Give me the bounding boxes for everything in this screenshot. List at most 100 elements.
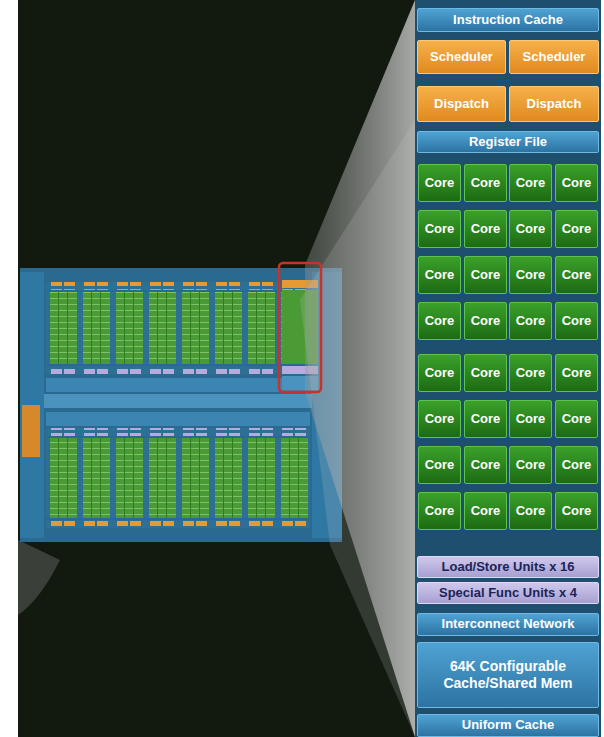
box-label: Uniform Cache bbox=[459, 717, 557, 733]
die-outline bbox=[20, 268, 342, 542]
box-label: Core bbox=[468, 221, 504, 237]
box-label: Core bbox=[468, 313, 504, 329]
core-box: Core bbox=[418, 164, 461, 202]
core-box: Core bbox=[464, 400, 507, 438]
box-label: Core bbox=[422, 221, 458, 237]
core-box: Core bbox=[418, 210, 461, 248]
ldst-row bbox=[46, 366, 310, 374]
ldst-row bbox=[46, 428, 310, 436]
box-label: Core bbox=[559, 267, 595, 283]
core-box: Core bbox=[555, 446, 598, 484]
core-box: Core bbox=[555, 210, 598, 248]
core-box: Core bbox=[555, 492, 598, 530]
core-box: Core bbox=[555, 302, 598, 340]
core-box: Core bbox=[509, 256, 552, 294]
box-label: Core bbox=[513, 457, 549, 473]
core-box: Core bbox=[418, 354, 461, 392]
core-box: Core bbox=[555, 164, 598, 202]
box-label: Core bbox=[422, 457, 458, 473]
box-label: Core bbox=[513, 503, 549, 519]
box-label: Scheduler bbox=[427, 49, 496, 65]
memory-block: Uniform Cache bbox=[417, 714, 599, 737]
core-box: Core bbox=[464, 492, 507, 530]
unit-block: Special Func Units x 4 bbox=[417, 582, 599, 604]
l2-band bbox=[44, 394, 342, 408]
core-box: Core bbox=[418, 256, 461, 294]
core-box: Core bbox=[464, 164, 507, 202]
shadow-shape bbox=[18, 540, 60, 615]
box-label: Core bbox=[468, 411, 504, 427]
box-label: Register File bbox=[466, 134, 550, 150]
core-box: Core bbox=[464, 446, 507, 484]
die-edge bbox=[20, 272, 44, 538]
control-block: Scheduler bbox=[417, 40, 506, 74]
cache-row bbox=[46, 378, 310, 392]
core-box: Core bbox=[555, 400, 598, 438]
die-image bbox=[20, 268, 342, 542]
core-box: Core bbox=[509, 400, 552, 438]
box-label: Core bbox=[422, 411, 458, 427]
box-label: Core bbox=[559, 221, 595, 237]
memory-block: Register File bbox=[417, 131, 599, 153]
core-box: Core bbox=[418, 302, 461, 340]
box-label: Core bbox=[559, 503, 595, 519]
core-box: Core bbox=[464, 256, 507, 294]
box-label: Core bbox=[468, 503, 504, 519]
core-box: Core bbox=[555, 256, 598, 294]
box-label: Scheduler bbox=[520, 49, 589, 65]
sm-panel bbox=[415, 0, 601, 737]
box-label: Core bbox=[559, 365, 595, 381]
box-label: Core bbox=[468, 365, 504, 381]
box-label: Core bbox=[513, 411, 549, 427]
sched-row bbox=[46, 282, 310, 290]
core-box: Core bbox=[418, 400, 461, 438]
memory-block: 64K Configurable Cache/Shared Mem bbox=[417, 642, 599, 708]
box-label: Core bbox=[468, 457, 504, 473]
box-label: Core bbox=[513, 221, 549, 237]
box-label: Core bbox=[422, 313, 458, 329]
control-block: Dispatch bbox=[509, 86, 599, 122]
core-box: Core bbox=[464, 210, 507, 248]
box-label: Load/Store Units x 16 bbox=[439, 559, 578, 575]
core-box: Core bbox=[464, 354, 507, 392]
box-label: Dispatch bbox=[524, 96, 585, 112]
cache-row bbox=[46, 412, 310, 426]
box-label: Dispatch bbox=[431, 96, 492, 112]
box-label: Core bbox=[422, 365, 458, 381]
box-label: Core bbox=[513, 313, 549, 329]
core-box: Core bbox=[464, 302, 507, 340]
box-label: Core bbox=[559, 313, 595, 329]
control-block: Dispatch bbox=[417, 86, 506, 122]
core-box: Core bbox=[418, 446, 461, 484]
core-box: Core bbox=[509, 302, 552, 340]
box-label: Core bbox=[559, 411, 595, 427]
core-box: Core bbox=[418, 492, 461, 530]
die-host-block bbox=[22, 405, 40, 457]
core-rows bbox=[46, 292, 310, 364]
zoom-beam-light bbox=[300, 120, 415, 737]
core-box: Core bbox=[509, 164, 552, 202]
sched-row bbox=[46, 520, 310, 528]
box-label: Core bbox=[513, 267, 549, 283]
core-rows bbox=[46, 438, 310, 518]
box-label: Instruction Cache bbox=[450, 12, 566, 28]
memory-block: Instruction Cache bbox=[417, 8, 599, 32]
box-label: Core bbox=[468, 175, 504, 191]
box-label: Core bbox=[468, 267, 504, 283]
core-box: Core bbox=[555, 354, 598, 392]
control-block: Scheduler bbox=[509, 40, 599, 74]
unit-block: Load/Store Units x 16 bbox=[417, 556, 599, 578]
box-label: 64K Configurable Cache/Shared Mem bbox=[418, 658, 598, 693]
box-label: Special Func Units x 4 bbox=[436, 585, 580, 601]
box-label: Core bbox=[513, 175, 549, 191]
dark-ground bbox=[18, 0, 415, 737]
box-label: Core bbox=[559, 457, 595, 473]
box-label: Core bbox=[422, 503, 458, 519]
box-label: Interconnect Network bbox=[439, 616, 578, 632]
box-label: Core bbox=[513, 365, 549, 381]
core-box: Core bbox=[509, 210, 552, 248]
memory-block: Interconnect Network bbox=[417, 613, 599, 636]
box-label: Core bbox=[559, 175, 595, 191]
